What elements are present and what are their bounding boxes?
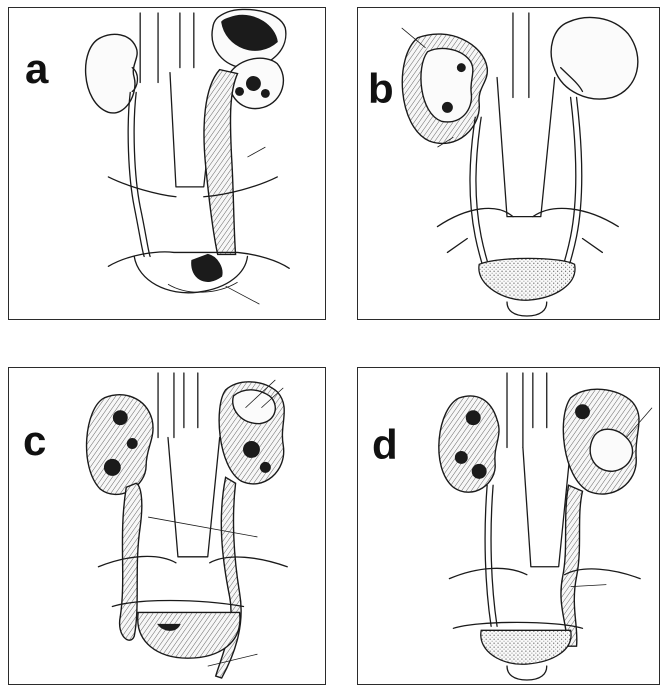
urinary-tract-illustration-a: [9, 8, 325, 319]
panel-label-d: d: [372, 424, 398, 466]
panel-d: d: [357, 367, 660, 685]
urinary-tract-illustration-d: [358, 368, 659, 684]
panel-label-a: a: [25, 48, 48, 90]
panel-label-c: c: [23, 420, 46, 462]
panel-a: a: [8, 7, 326, 320]
panel-label-b: b: [368, 68, 394, 110]
urinary-tract-illustration-b: [358, 8, 659, 319]
panel-c: c: [8, 367, 326, 685]
urinary-tract-illustration-c: [9, 368, 325, 684]
panel-b: b: [357, 7, 660, 320]
